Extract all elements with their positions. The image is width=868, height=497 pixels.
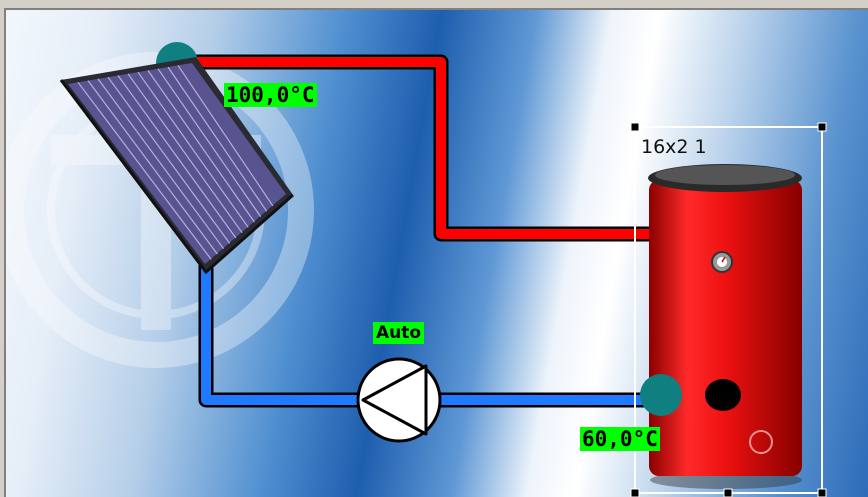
selection-frame[interactable] bbox=[630, 122, 827, 497]
collector-temperature-value: 100,0°C bbox=[224, 83, 317, 107]
tank-sensor-icon[interactable] bbox=[640, 374, 682, 416]
pump-icon[interactable] bbox=[356, 357, 442, 443]
process-diagram-canvas: 100,0°C 60,0°C Auto 16x2 1 bbox=[4, 8, 868, 497]
resize-handle-bottom-center[interactable] bbox=[723, 488, 733, 497]
tank-name-label: 16x2 1 bbox=[641, 136, 707, 158]
process-diagram bbox=[6, 42, 827, 497]
storage-tank-icon[interactable] bbox=[648, 164, 802, 489]
pump-mode-label: Auto bbox=[373, 322, 425, 344]
resize-handle-top-right[interactable] bbox=[817, 122, 827, 132]
resize-handle-bottom-right[interactable] bbox=[817, 488, 827, 497]
solar-panel-icon[interactable] bbox=[59, 57, 294, 275]
tank-temperature-value: 60,0°C bbox=[580, 427, 660, 451]
resize-handle-top-left[interactable] bbox=[630, 122, 640, 132]
resize-handle-bottom-left[interactable] bbox=[630, 488, 640, 497]
